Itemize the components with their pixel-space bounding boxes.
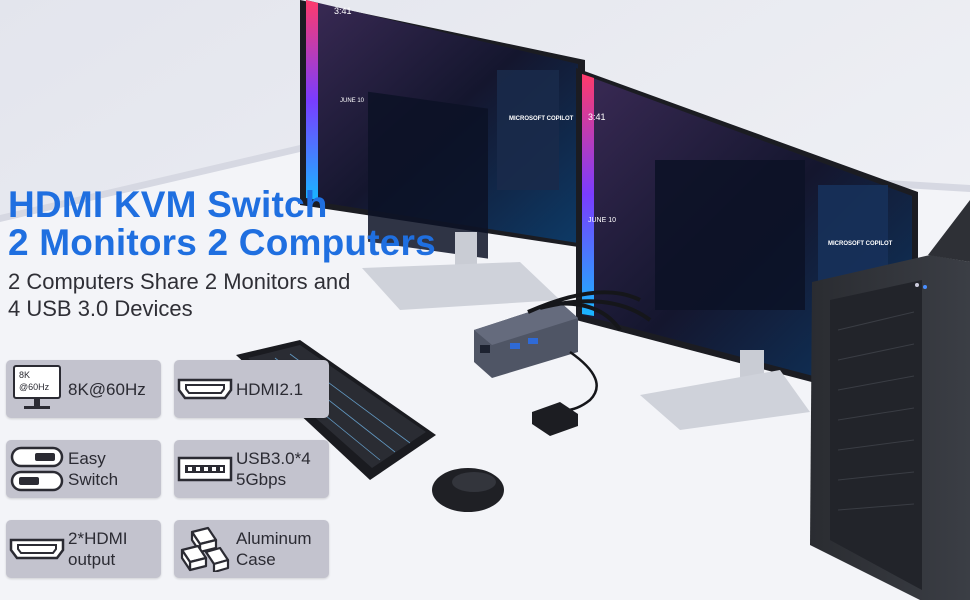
feature-card-hdmi: HDMI2.1 — [174, 360, 329, 418]
hdmi-port-icon — [6, 520, 68, 578]
feature-card-output: 2*HDMI output — [6, 520, 161, 578]
feature-case-line-1: Aluminum — [236, 529, 312, 548]
resolution-icon-label-1: 8K — [19, 370, 30, 380]
feature-easy-line-2: Switch — [68, 470, 119, 489]
kvm-switch — [474, 290, 652, 436]
feature-case-line-2: Case — [236, 550, 276, 569]
feature-usb-line-2: 5Gbps — [236, 470, 287, 489]
feature-easy-line-1: Easy — [68, 449, 106, 468]
left-screen-clock: 3:41 — [334, 6, 352, 16]
feature-usb-line-1: USB3.0*4 — [236, 449, 311, 468]
left-monitor: 3:41 JUNE 10 MICROSOFT COPILOT — [300, 0, 585, 310]
left-screen-date: JUNE 10 — [340, 98, 365, 104]
feature-card-case: Aluminum Case — [174, 520, 329, 578]
feature-card-resolution: 8K @60Hz 8K@60Hz — [6, 360, 161, 418]
usb-port-icon — [174, 440, 236, 498]
mouse — [432, 468, 504, 512]
left-screen-copilot: MICROSOFT COPILOT — [509, 116, 574, 122]
pc-tower — [810, 200, 970, 600]
feature-card-usb: USB3.0*4 5Gbps — [174, 440, 329, 498]
aluminum-bars-icon — [174, 520, 236, 578]
toggle-switch-icon — [6, 440, 68, 498]
feature-output-line-2: output — [68, 550, 116, 569]
subheadline-line-2: 4 USB 3.0 Devices — [8, 296, 193, 321]
feature-hdmi-label: HDMI2.1 — [236, 379, 304, 399]
headline-line-2: 2 Monitors 2 Computers — [8, 222, 436, 263]
hdmi-port-icon — [174, 360, 236, 418]
feature-output-line-1: 2*HDMI — [68, 529, 128, 548]
feature-resolution-label: 8K@60Hz — [68, 379, 146, 399]
monitor-icon: 8K @60Hz — [6, 360, 68, 418]
headline-block: HDMI KVM Switch 2 Monitors 2 Computers 2… — [8, 186, 436, 322]
right-screen-copilot: MICROSOFT COPILOT — [828, 241, 893, 247]
right-screen-date: JUNE 10 — [588, 217, 616, 224]
right-screen-clock: 3:41 — [588, 112, 606, 122]
resolution-icon-label-2: @60Hz — [19, 382, 50, 392]
headline-line-1: HDMI KVM Switch — [8, 184, 328, 225]
subheadline-line-1: 2 Computers Share 2 Monitors and — [8, 269, 351, 294]
feature-card-easy-switch: Easy Switch — [6, 440, 161, 498]
